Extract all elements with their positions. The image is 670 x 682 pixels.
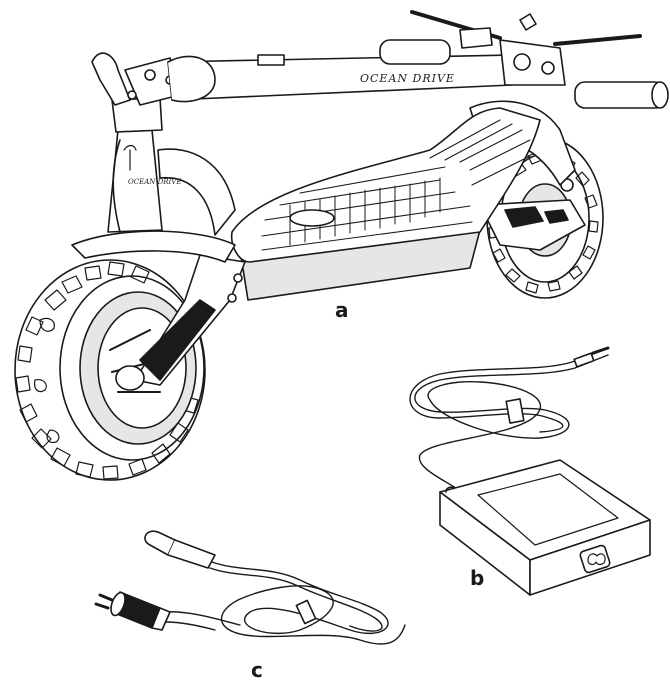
charger-cable	[414, 354, 609, 493]
front-fork	[115, 237, 246, 391]
front-fender	[71, 230, 236, 263]
front-wheel	[14, 259, 206, 481]
label-b: b	[470, 566, 485, 590]
stem-tube-brand-text: OCEAN DRIVE	[360, 72, 455, 85]
power-cord	[94, 530, 406, 645]
folded-stem-tube: OCEAN DRIVE	[167, 54, 513, 103]
stem-brand-text: OCEAN DRIVE	[128, 178, 181, 186]
label-a: a	[335, 298, 349, 322]
stem: OCEAN DRIVE	[107, 97, 236, 236]
handlebar	[379, 10, 669, 109]
label-c: c	[251, 658, 263, 682]
charger-adapter	[409, 346, 651, 596]
deck	[230, 107, 541, 301]
electric-scooter: OCEAN DRIVE OCEAN DRIVE	[14, 10, 669, 481]
folding-clamp	[91, 52, 181, 106]
